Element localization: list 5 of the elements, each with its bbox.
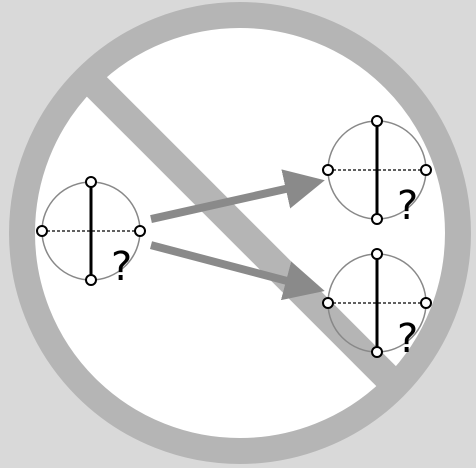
- question-mark: ?: [397, 319, 418, 359]
- question-mark: ?: [111, 247, 132, 287]
- question-mark: ?: [397, 186, 418, 226]
- arrow: [150, 241, 325, 300]
- arrow: [150, 169, 325, 223]
